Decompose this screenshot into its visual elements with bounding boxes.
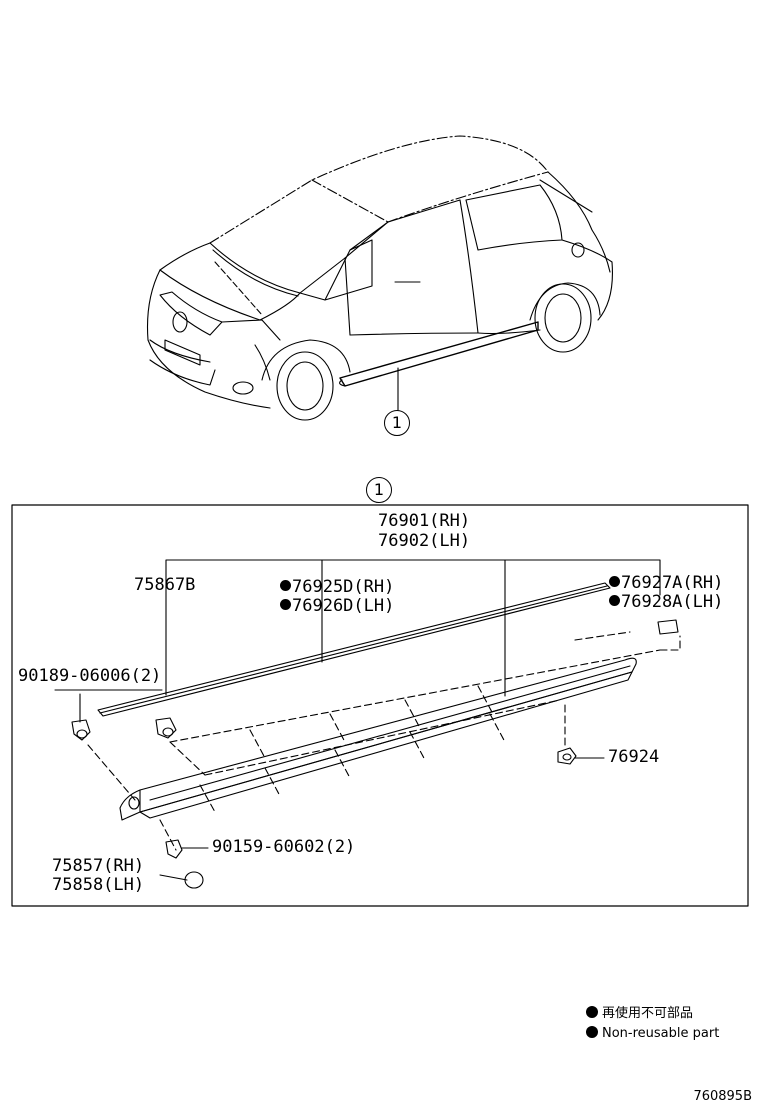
side-molding bbox=[119, 657, 637, 821]
tape-strip bbox=[97, 582, 611, 717]
tape-end-76927a bbox=[657, 619, 679, 635]
legend-en: Non-reusable part bbox=[586, 1026, 719, 1040]
label-76902-lh: 76902(LH) bbox=[378, 531, 471, 551]
label-90189-06006: 90189-06006(2) bbox=[18, 666, 162, 686]
clip-75867b bbox=[155, 717, 177, 739]
screw-90159 bbox=[165, 839, 183, 859]
non-reusable-dot-icon bbox=[586, 1026, 598, 1038]
label-75858-lh: 75858(LH) bbox=[52, 875, 145, 895]
leader-lines bbox=[54, 559, 661, 881]
non-reusable-dot-icon bbox=[609, 576, 620, 587]
label-76901-rh: 76901(RH) bbox=[378, 511, 471, 531]
label-76928a-lh: 76928A(LH) bbox=[609, 594, 723, 611]
label-76927a-rh: 76927A(RH) bbox=[609, 575, 723, 592]
label-76926d-lh: 76926D(LH) bbox=[280, 598, 394, 615]
non-reusable-dot-icon bbox=[609, 595, 620, 606]
fastener-90189 bbox=[71, 719, 91, 741]
cap-75857 bbox=[184, 871, 204, 889]
parts-panel-frame bbox=[11, 504, 749, 907]
label-75867b: 75867B bbox=[134, 575, 196, 595]
car-callout-number: 1 bbox=[384, 410, 410, 436]
assembly-guides bbox=[87, 631, 681, 851]
non-reusable-dot-icon bbox=[280, 580, 291, 591]
label-75857-rh: 75857(RH) bbox=[52, 856, 145, 876]
legend-jp: 再使用不可部品 bbox=[586, 1006, 693, 1020]
label-76925d-rh: 76925D(RH) bbox=[280, 579, 394, 596]
label-76924: 76924 bbox=[608, 747, 660, 767]
non-reusable-dot-icon bbox=[280, 599, 291, 610]
car-illustration bbox=[147, 135, 613, 421]
diagram-code: 760895B bbox=[693, 1089, 752, 1104]
nut-76924 bbox=[557, 747, 577, 765]
label-90159-60602: 90159-60602(2) bbox=[212, 837, 356, 857]
panel-ref-number: 1 bbox=[366, 477, 392, 503]
non-reusable-dot-icon bbox=[586, 1006, 598, 1018]
